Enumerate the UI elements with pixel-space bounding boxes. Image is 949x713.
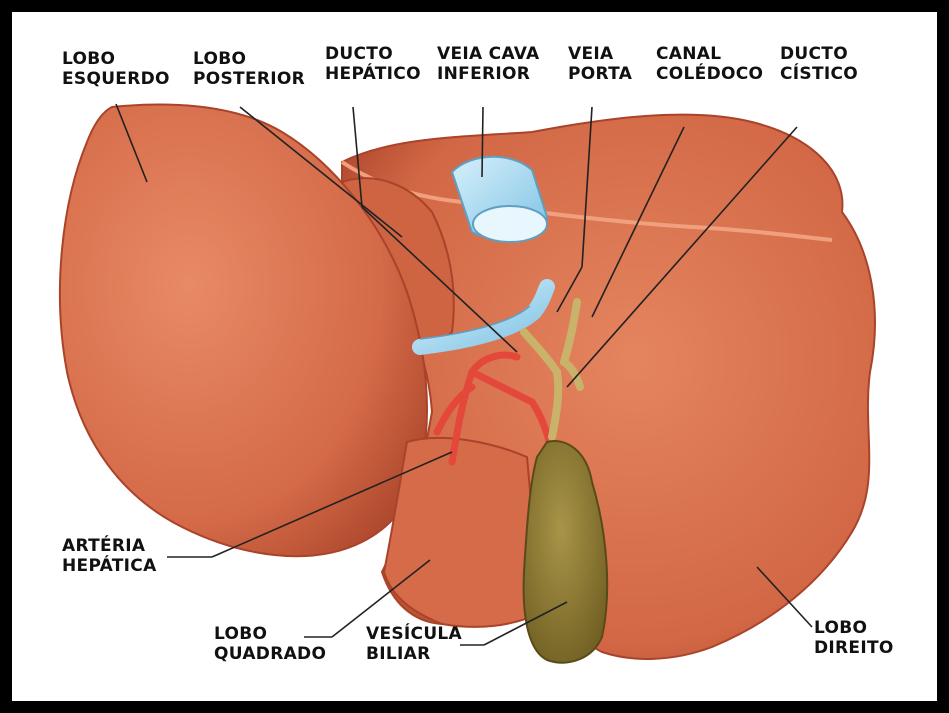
label-lobo-direito-line1: LOBO — [814, 618, 894, 638]
label-ducto-cistico-line1: DUCTO — [780, 44, 858, 64]
label-veia-porta-line1: VEIA — [568, 44, 632, 64]
label-lobo-direito: LOBO DIREITO — [814, 618, 894, 658]
quadrate-lobe-shape — [384, 438, 542, 627]
label-veia-cava-line2: INFERIOR — [437, 64, 540, 84]
label-canal-coledoco-line1: CANAL — [656, 44, 763, 64]
label-veia-cava: VEIA CAVA INFERIOR — [437, 44, 540, 84]
label-lobo-posterior-line2: POSTERIOR — [193, 69, 305, 89]
label-vesicula-biliar: VESÍCULA BILIAR — [366, 624, 462, 664]
label-lobo-esquerdo-line2: ESQUERDO — [62, 69, 170, 89]
label-canal-coledoco-line2: COLÉDOCO — [656, 64, 763, 84]
label-ducto-cistico-line2: CÍSTICO — [780, 64, 858, 84]
label-ducto-hepatico-line1: DUCTO — [325, 44, 421, 64]
diagram-panel: LOBO ESQUERDO LOBO POSTERIOR DUCTO HEPÁT… — [12, 12, 937, 701]
label-vesicula-biliar-line2: BILIAR — [366, 644, 462, 664]
label-lobo-posterior-line1: LOBO — [193, 49, 305, 69]
label-ducto-hepatico: DUCTO HEPÁTICO — [325, 44, 421, 84]
label-lobo-esquerdo-line1: LOBO — [62, 49, 170, 69]
label-arteria-hepatica-line1: ARTÉRIA — [62, 536, 157, 556]
label-veia-cava-line1: VEIA CAVA — [437, 44, 540, 64]
label-lobo-quadrado-line2: QUADRADO — [214, 644, 326, 664]
label-lobo-esquerdo: LOBO ESQUERDO — [62, 49, 170, 89]
label-veia-porta-line2: PORTA — [568, 64, 632, 84]
label-arteria-hepatica-line2: HEPÁTICA — [62, 556, 157, 576]
liver-illustration — [12, 12, 937, 701]
label-lobo-quadrado: LOBO QUADRADO — [214, 624, 326, 664]
label-veia-porta: VEIA PORTA — [568, 44, 632, 84]
label-lobo-quadrado-line1: LOBO — [214, 624, 326, 644]
label-vesicula-biliar-line1: VESÍCULA — [366, 624, 462, 644]
label-ducto-hepatico-line2: HEPÁTICO — [325, 64, 421, 84]
vena-cava-opening — [473, 206, 547, 242]
label-arteria-hepatica: ARTÉRIA HEPÁTICA — [62, 536, 157, 576]
label-lobo-posterior: LOBO POSTERIOR — [193, 49, 305, 89]
label-ducto-cistico: DUCTO CÍSTICO — [780, 44, 858, 84]
label-canal-coledoco: CANAL COLÉDOCO — [656, 44, 763, 84]
label-lobo-direito-line2: DIREITO — [814, 638, 894, 658]
